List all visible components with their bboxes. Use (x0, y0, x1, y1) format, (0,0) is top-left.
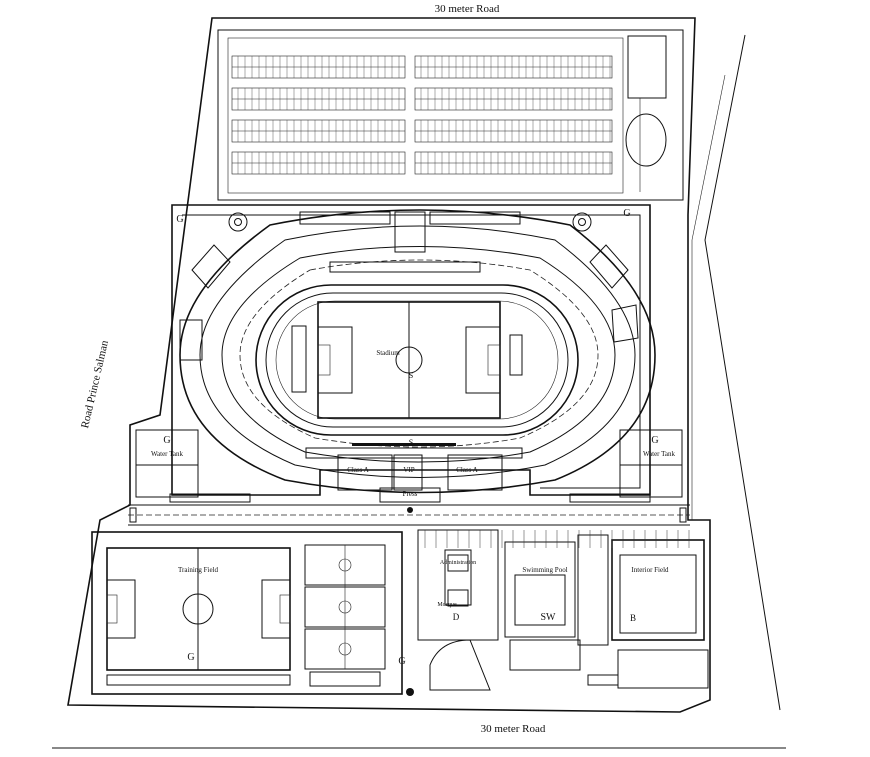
gate-top-right: G (623, 208, 630, 219)
gate-tank-left: G (163, 435, 170, 446)
class-a-left-label: Class A (347, 466, 369, 474)
gate-top-left: G (176, 214, 183, 225)
parking-area (217, 29, 684, 201)
b-label: B (630, 613, 636, 623)
sw-label: SW (541, 612, 557, 623)
s-bottom-label: S (409, 438, 413, 447)
swimming-pool-label: Swimming Pool (522, 566, 567, 574)
mosque-label: Mosque (437, 602, 457, 608)
bottom-road-label: 30 meter Road (481, 723, 546, 735)
training-field-label: Training Field (178, 566, 218, 574)
admin-label: Administration (440, 560, 476, 566)
top-road-label: 30 meter Road (435, 3, 500, 15)
press-label: Press (403, 490, 418, 498)
water-tank-left: G Water Tank (135, 429, 199, 498)
vip-label: VIP (403, 466, 414, 474)
stadium-complex (171, 204, 656, 503)
gate-bottom: G (398, 656, 405, 667)
stadium-label: Stadium (376, 349, 400, 357)
interior-field-label: Interior Field (631, 566, 669, 574)
site-boundary (67, 17, 711, 713)
s-top-label: S (409, 371, 413, 380)
left-road-label: Road Prince Salman (79, 339, 111, 430)
right-road-edge (704, 34, 781, 711)
gate-training: G (187, 652, 194, 663)
d-label: D (453, 612, 460, 622)
class-a-right-label: Class A (456, 466, 478, 474)
internal-road (128, 493, 690, 526)
training-field (91, 531, 403, 695)
water-tank-right-label: Water Tank (643, 450, 676, 458)
complex-gridlines (424, 530, 690, 548)
gate-tank-right: G (651, 435, 658, 446)
right-road-edge-2 (691, 74, 726, 520)
water-tank-left-label: Water Tank (151, 450, 184, 458)
sports-complex (406, 507, 709, 696)
water-tank-right: G Water Tank (619, 429, 683, 498)
